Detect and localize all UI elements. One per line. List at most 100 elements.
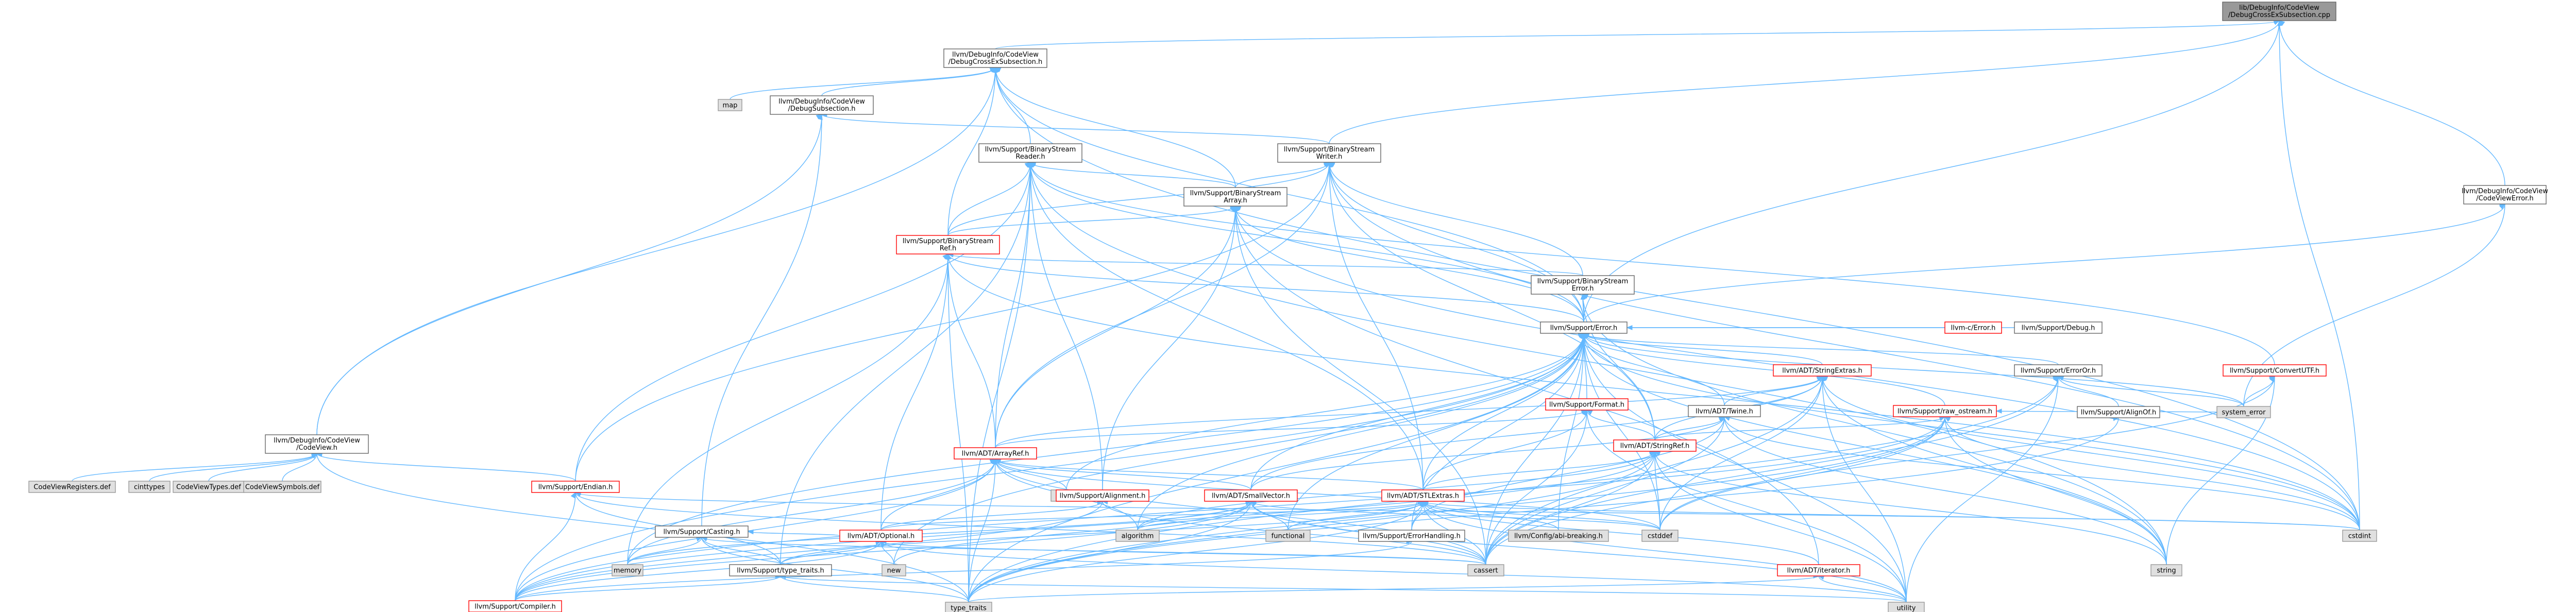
edge-stringextras-to-cstdint (1822, 376, 2360, 531)
edge-endian-to-compiler (515, 492, 576, 601)
edge-format-to-cassert (1485, 410, 1587, 565)
edge-codeview-to-cvsymbols (282, 453, 317, 482)
edge-iterator-to-stdtypetraits (968, 575, 1819, 603)
node-box (1893, 405, 1997, 417)
edge-rawostream-to-stringref (1654, 416, 1945, 440)
node-box (1056, 489, 1149, 502)
node-label: llvm/ADT/STLExtras.h (1387, 492, 1459, 500)
edge-optional-to-compiler (515, 541, 882, 601)
node-alignment[interactable]: llvm/Support/Alignment.h (1056, 489, 1149, 502)
edge-arrowhead (2269, 376, 2275, 382)
node-box (1265, 530, 1311, 542)
node-box (1358, 530, 1465, 542)
edge-error-to-stringextras (1583, 333, 1823, 365)
node-label: /CodeView.h (296, 444, 337, 452)
node-errorhandling[interactable]: llvm/Support/ErrorHandling.h (1358, 530, 1465, 542)
node-endian[interactable]: llvm/Support/Endian.h (531, 481, 620, 493)
node-box (2463, 185, 2547, 205)
node-dsub[interactable]: llvm/DebugInfo/CodeView/DebugSubsection.… (770, 95, 874, 115)
node-label: Error.h (1572, 285, 1594, 293)
node-arrayref[interactable]: llvm/ADT/ArrayRef.h (954, 447, 1037, 460)
node-box (1613, 439, 1697, 452)
node-iterator[interactable]: llvm/ADT/iterator.h (1777, 564, 1860, 576)
node-root[interactable]: lib/DebugInfo/CodeView/DebugCrossExSubse… (2222, 2, 2336, 21)
edge-arrayref-to-optional (880, 458, 996, 531)
node-label: type_traits (951, 605, 987, 612)
node-label: algorithm (1122, 533, 1154, 540)
node-errorc[interactable]: llvm-c/Error.h (1944, 321, 2002, 334)
edge-arrowhead (1582, 409, 1587, 416)
node-stringref[interactable]: llvm/ADT/StringRef.h (1613, 439, 1697, 452)
edge-arrowhead (2053, 375, 2059, 382)
edge-alignment-to-optional (880, 501, 1103, 531)
node-box (612, 564, 643, 576)
edge-arrayref-to-vector (995, 458, 1067, 490)
node-errorOr[interactable]: llvm/Support/ErrorOr.h (2014, 364, 2103, 377)
node-stdtypetraits: type_traits (945, 602, 992, 612)
edge-casting-to-typetraits (701, 537, 781, 565)
node-map: map (718, 99, 742, 111)
node-format[interactable]: llvm/Support/Format.h (1545, 398, 1629, 411)
node-functional: functional (1265, 530, 1311, 542)
edge-bswriter-to-bsref (947, 162, 1330, 236)
node-dcx[interactable]: llvm/DebugInfo/CodeView/DebugCrossExSubs… (943, 48, 1047, 68)
edge-bswriter-to-bsarray (1235, 162, 1330, 188)
edge-stringextras-to-utility (1822, 376, 1907, 603)
node-alignof[interactable]: llvm/Support/AlignOf.h (2077, 406, 2160, 418)
edge-error-to-cstdint (1583, 333, 2360, 531)
node-stringextras[interactable]: llvm/ADT/StringExtras.h (1773, 364, 1872, 377)
node-box (1508, 530, 1609, 542)
edge-dcx-to-cstdint (995, 67, 2360, 531)
node-convertutf[interactable]: llvm/Support/ConvertUTF.h (2223, 364, 2327, 377)
node-typetraits[interactable]: llvm/Support/type_traits.h (729, 564, 832, 576)
node-box (2077, 406, 2160, 418)
node-error[interactable]: llvm/Support/Error.h (1540, 321, 1628, 334)
node-box (839, 530, 923, 542)
edge-endian-to-cassert (575, 492, 1486, 565)
node-label: llvm-c/Error.h (1951, 325, 1996, 332)
edge-stringref-to-utility (1654, 451, 1907, 603)
node-smallvector[interactable]: llvm/ADT/SmallVector.h (1204, 489, 1298, 502)
node-codeview[interactable]: llvm/DebugInfo/CodeView/CodeView.h (265, 434, 369, 454)
edge-convertutf-to-string (2166, 376, 2275, 565)
edge-errorOr-to-stdtypetraits (968, 376, 2059, 603)
node-casting[interactable]: llvm/Support/Casting.h (655, 525, 749, 538)
edge-convertutf-to-cstddef (1659, 376, 2275, 531)
edge-arrowhead (1626, 325, 1633, 330)
node-label: llvm/Support/Alignment.h (1060, 492, 1146, 500)
edge-stringextras-to-cassert (1485, 376, 1823, 565)
node-label: llvm/DebugInfo/CodeView (2462, 188, 2548, 195)
edge-dsub-to-bswriter (821, 114, 1330, 144)
node-box (28, 481, 116, 493)
node-rawostream[interactable]: llvm/Support/raw_ostream.h (1893, 405, 1997, 417)
node-box (1641, 530, 1679, 542)
edge-bsref-to-optional (880, 253, 948, 531)
edge-root-to-error (1583, 20, 2280, 322)
node-box (1467, 564, 1504, 576)
edge-typetraits-to-stdtypetraits (780, 575, 969, 603)
node-cinttypes: cinttypes (128, 481, 171, 493)
node-debug[interactable]: llvm/Support/Debug.h (2014, 321, 2103, 334)
node-label: /DebugSubsection.h (788, 105, 855, 113)
edge-stringextras-to-twine (1724, 376, 1823, 406)
edge-alignof-to-stdtypetraits (968, 417, 2119, 603)
node-compiler[interactable]: llvm/Support/Compiler.h (468, 600, 562, 612)
edge-arrowhead (945, 253, 951, 260)
edge-arrayref-to-cstddef (995, 458, 1660, 531)
node-optional[interactable]: llvm/ADT/Optional.h (839, 530, 923, 542)
node-label: /CodeViewError.h (2476, 195, 2533, 202)
edge-stlextras-to-cstddef (1422, 501, 1660, 531)
edge-format-to-stlextras (1422, 410, 1587, 490)
edge-smallvector-to-compiler (515, 501, 1251, 601)
node-twine[interactable]: llvm/ADT/Twine.h (1688, 405, 1761, 417)
edge-dcx-to-bsref (947, 67, 996, 236)
node-box (729, 564, 832, 576)
node-label: cstdint (2348, 533, 2371, 540)
node-cverr[interactable]: llvm/DebugInfo/CodeView/CodeViewError.h (2462, 185, 2548, 205)
node-stlextras[interactable]: llvm/ADT/STLExtras.h (1381, 489, 1465, 502)
